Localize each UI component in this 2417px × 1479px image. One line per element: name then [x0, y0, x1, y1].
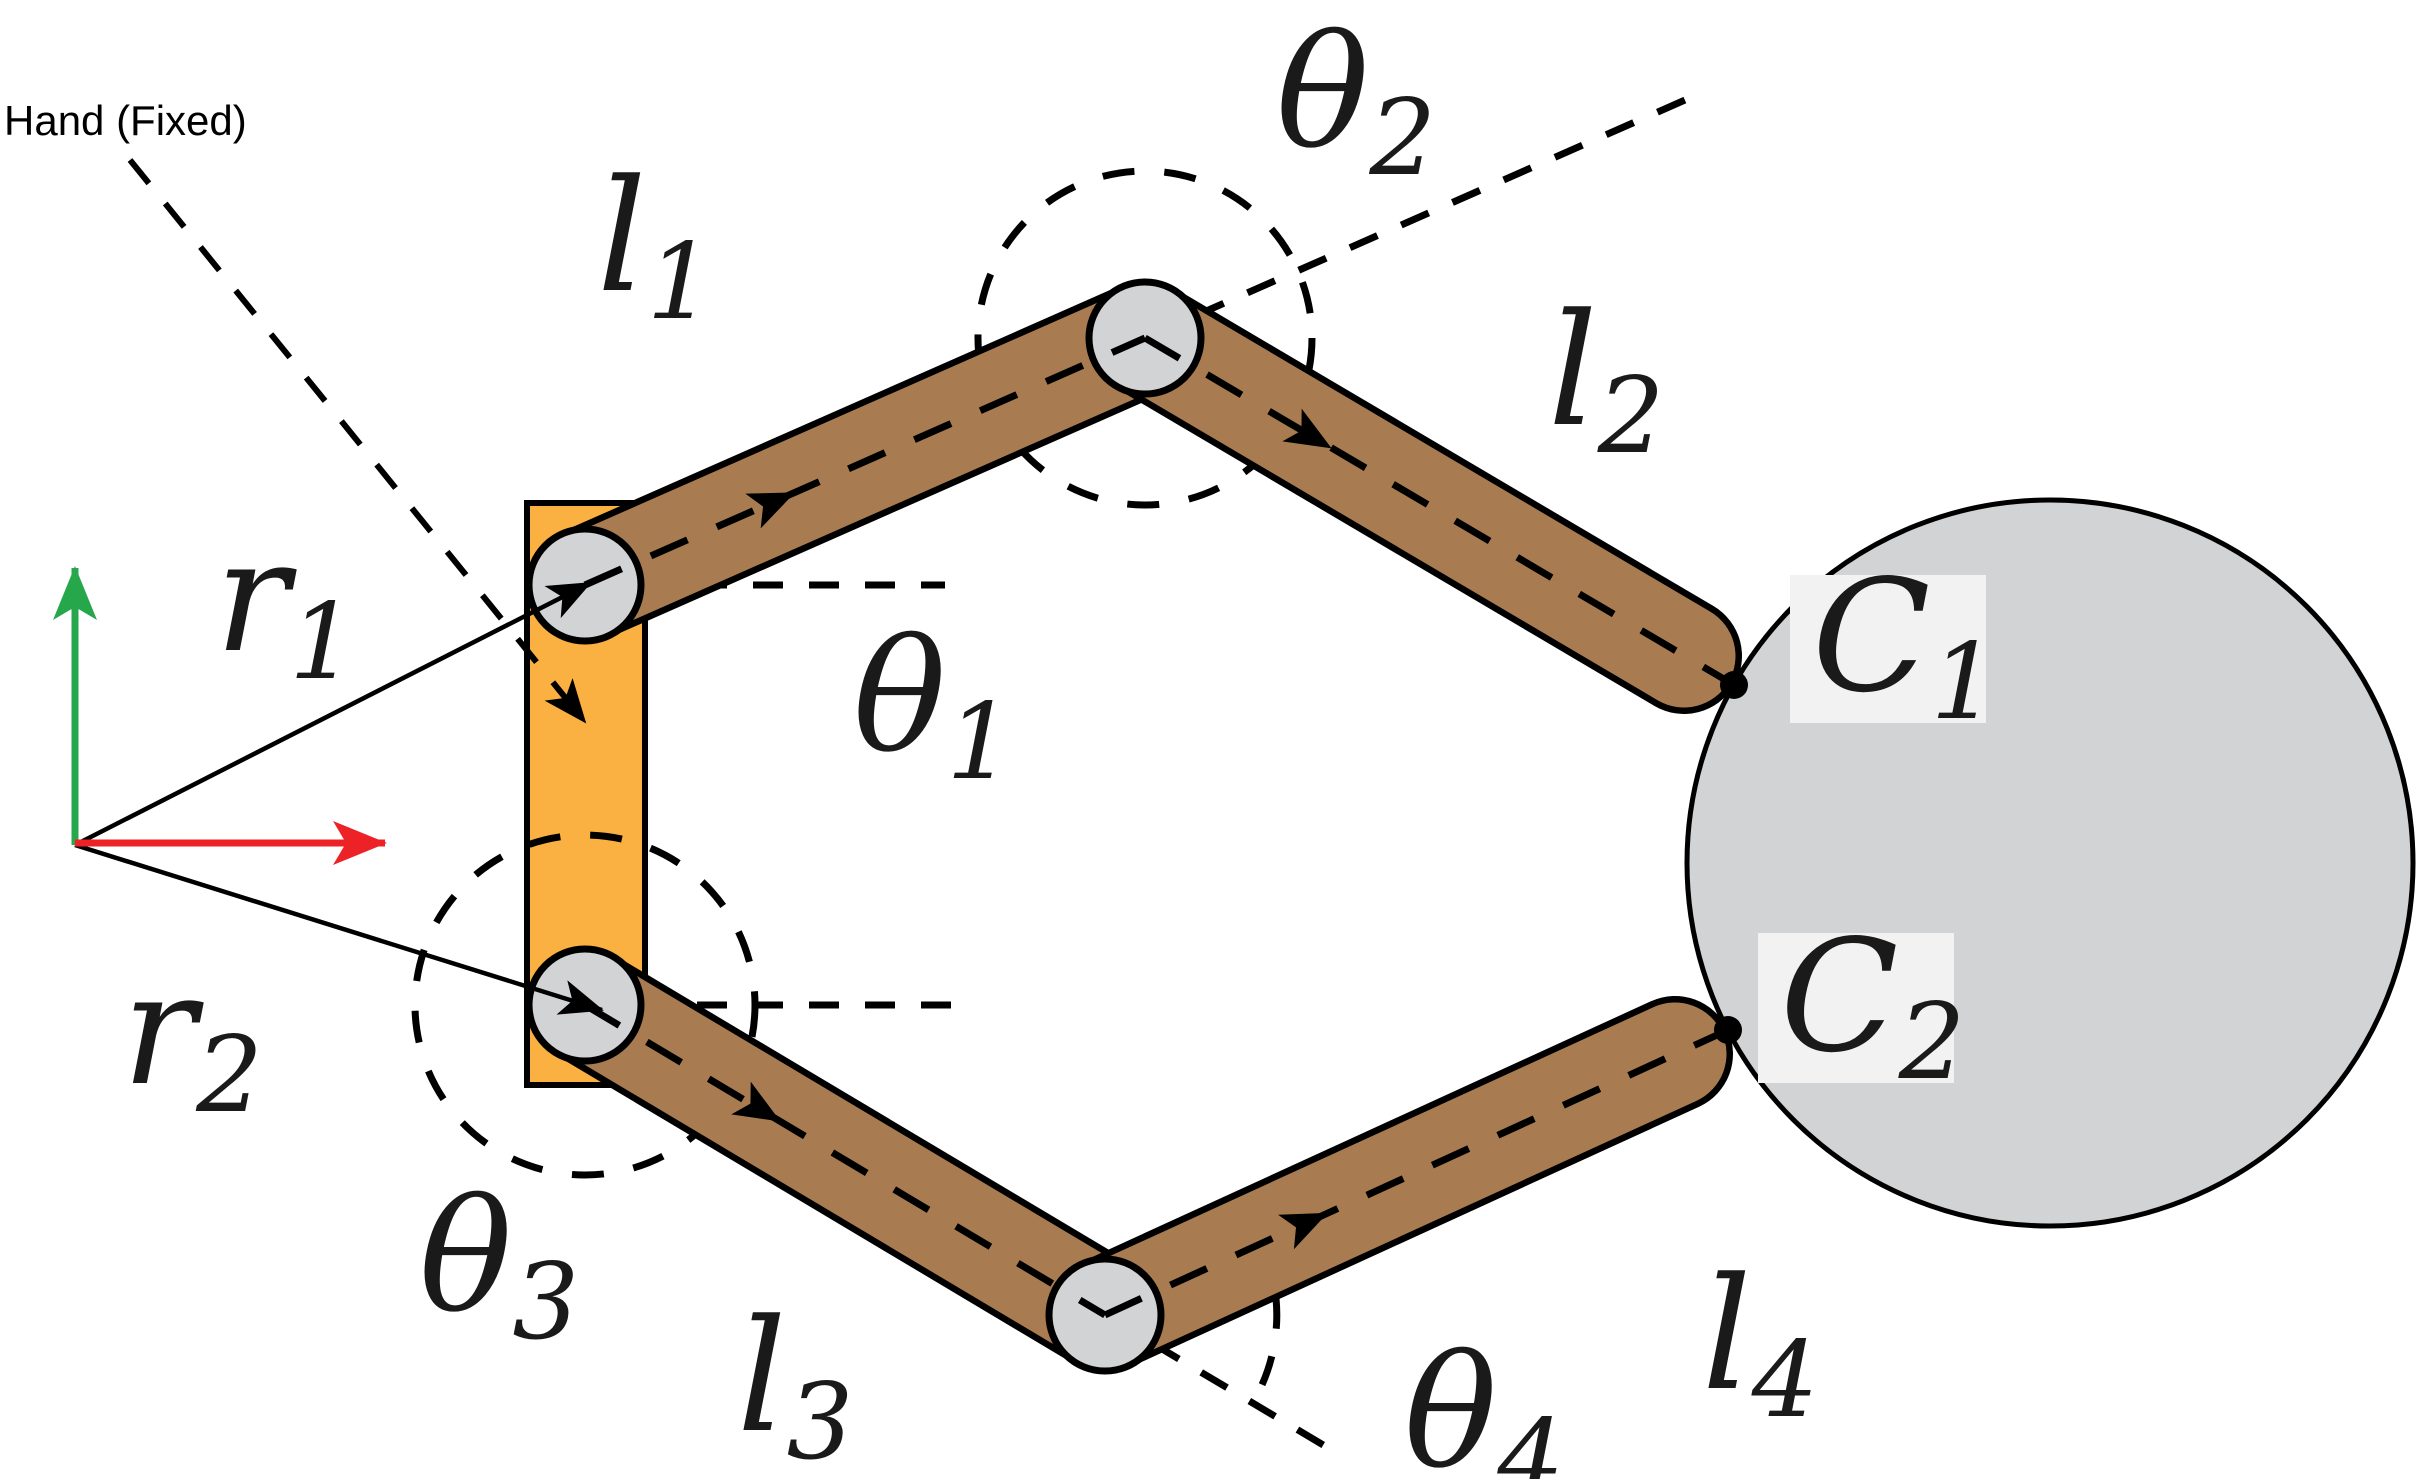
theta2-angle-circle	[974, 167, 1316, 509]
r1-vector-line	[73, 580, 592, 848]
theta4-extension-line	[1103, 1311, 1342, 1459]
l1-label: l1	[597, 146, 713, 343]
r2-label: r2	[122, 939, 263, 1136]
c1-label-box	[1790, 575, 1986, 723]
theta2-label: θ2	[1276, 2, 1436, 199]
theta4-label: θ4	[1404, 1322, 1564, 1479]
c2-label: C2	[1780, 906, 1965, 1103]
centerline-l1	[583, 334, 1147, 589]
theta2-extension-line	[1143, 96, 1687, 342]
contact-dot-c1	[1720, 671, 1748, 699]
centerline-arrow-l2	[1282, 408, 1332, 449]
centerline-arrow-l3	[731, 1081, 781, 1122]
l3-label: l3	[737, 1286, 853, 1479]
hand-fixed-label: Hand (Fixed)	[4, 97, 247, 144]
link-centerlines	[583, 334, 1736, 1319]
c1-label: C1	[1812, 546, 1997, 743]
centerline-arrow-l4	[1278, 1212, 1328, 1250]
hand-leader-line	[127, 158, 588, 724]
r1-label: r1	[215, 506, 356, 703]
contact-dot-c2	[1714, 1016, 1742, 1044]
theta3-label: θ3	[419, 1166, 579, 1363]
centerline-arrow-l1	[745, 492, 796, 529]
l2-label: l2	[1548, 280, 1664, 477]
r2-vector-line	[74, 842, 604, 1015]
theta3-angle-circle	[411, 831, 759, 1179]
theta1-label: θ1	[853, 606, 1013, 803]
centerline-arrows	[731, 408, 1332, 1250]
c2-label-box	[1758, 933, 1954, 1083]
finger-links	[527, 280, 1742, 1373]
centerline-l3	[583, 1001, 1107, 1319]
l4-label: l4	[1702, 1244, 1818, 1441]
